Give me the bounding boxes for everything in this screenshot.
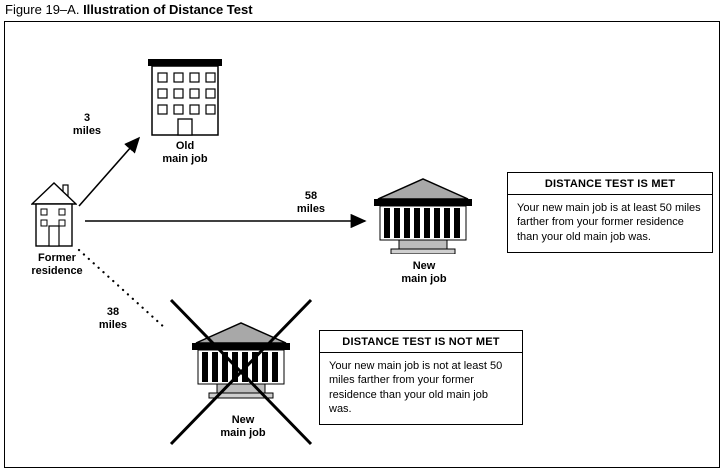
figure-number: Figure 19–A. bbox=[5, 2, 80, 17]
not-met-box-body: Your new main job is not at least 50 mil… bbox=[329, 360, 503, 415]
distance-38-miles-label: 38 miles bbox=[98, 306, 128, 331]
figure-name: Illustration of Distance Test bbox=[83, 2, 253, 17]
new-job-building-icon bbox=[373, 178, 473, 254]
office-building-icon bbox=[148, 59, 222, 136]
distance-test-not-met-box: DISTANCE TEST IS NOT MET Your new main j… bbox=[319, 330, 523, 426]
arrow-38-miles-dotted bbox=[77, 248, 167, 330]
distance-test-met-box: DISTANCE TEST IS MET Your new main job i… bbox=[507, 172, 713, 253]
house-icon bbox=[31, 182, 77, 247]
figure-title: Figure 19–A. Illustration of Distance Te… bbox=[5, 2, 253, 17]
arrow-3-miles bbox=[78, 136, 141, 207]
new-main-job-bottom-label: New main job bbox=[220, 414, 266, 439]
met-box-body: Your new main job is at least 50 miles f… bbox=[517, 202, 701, 243]
former-residence-label: Former residence bbox=[31, 252, 83, 277]
distance-arrows bbox=[77, 136, 367, 330]
crossed-building-icon bbox=[169, 298, 313, 446]
met-box-header: DISTANCE TEST IS MET bbox=[508, 173, 712, 195]
distance-3-miles-label: 3 miles bbox=[72, 112, 102, 137]
old-main-job-label: Old main job bbox=[162, 140, 208, 165]
diagram-frame: Old main job Former residence 3 miles 58… bbox=[4, 21, 720, 468]
not-met-box-header: DISTANCE TEST IS NOT MET bbox=[320, 331, 522, 353]
distance-58-miles-label: 58 miles bbox=[296, 190, 326, 215]
new-main-job-right-label: New main job bbox=[401, 260, 447, 285]
